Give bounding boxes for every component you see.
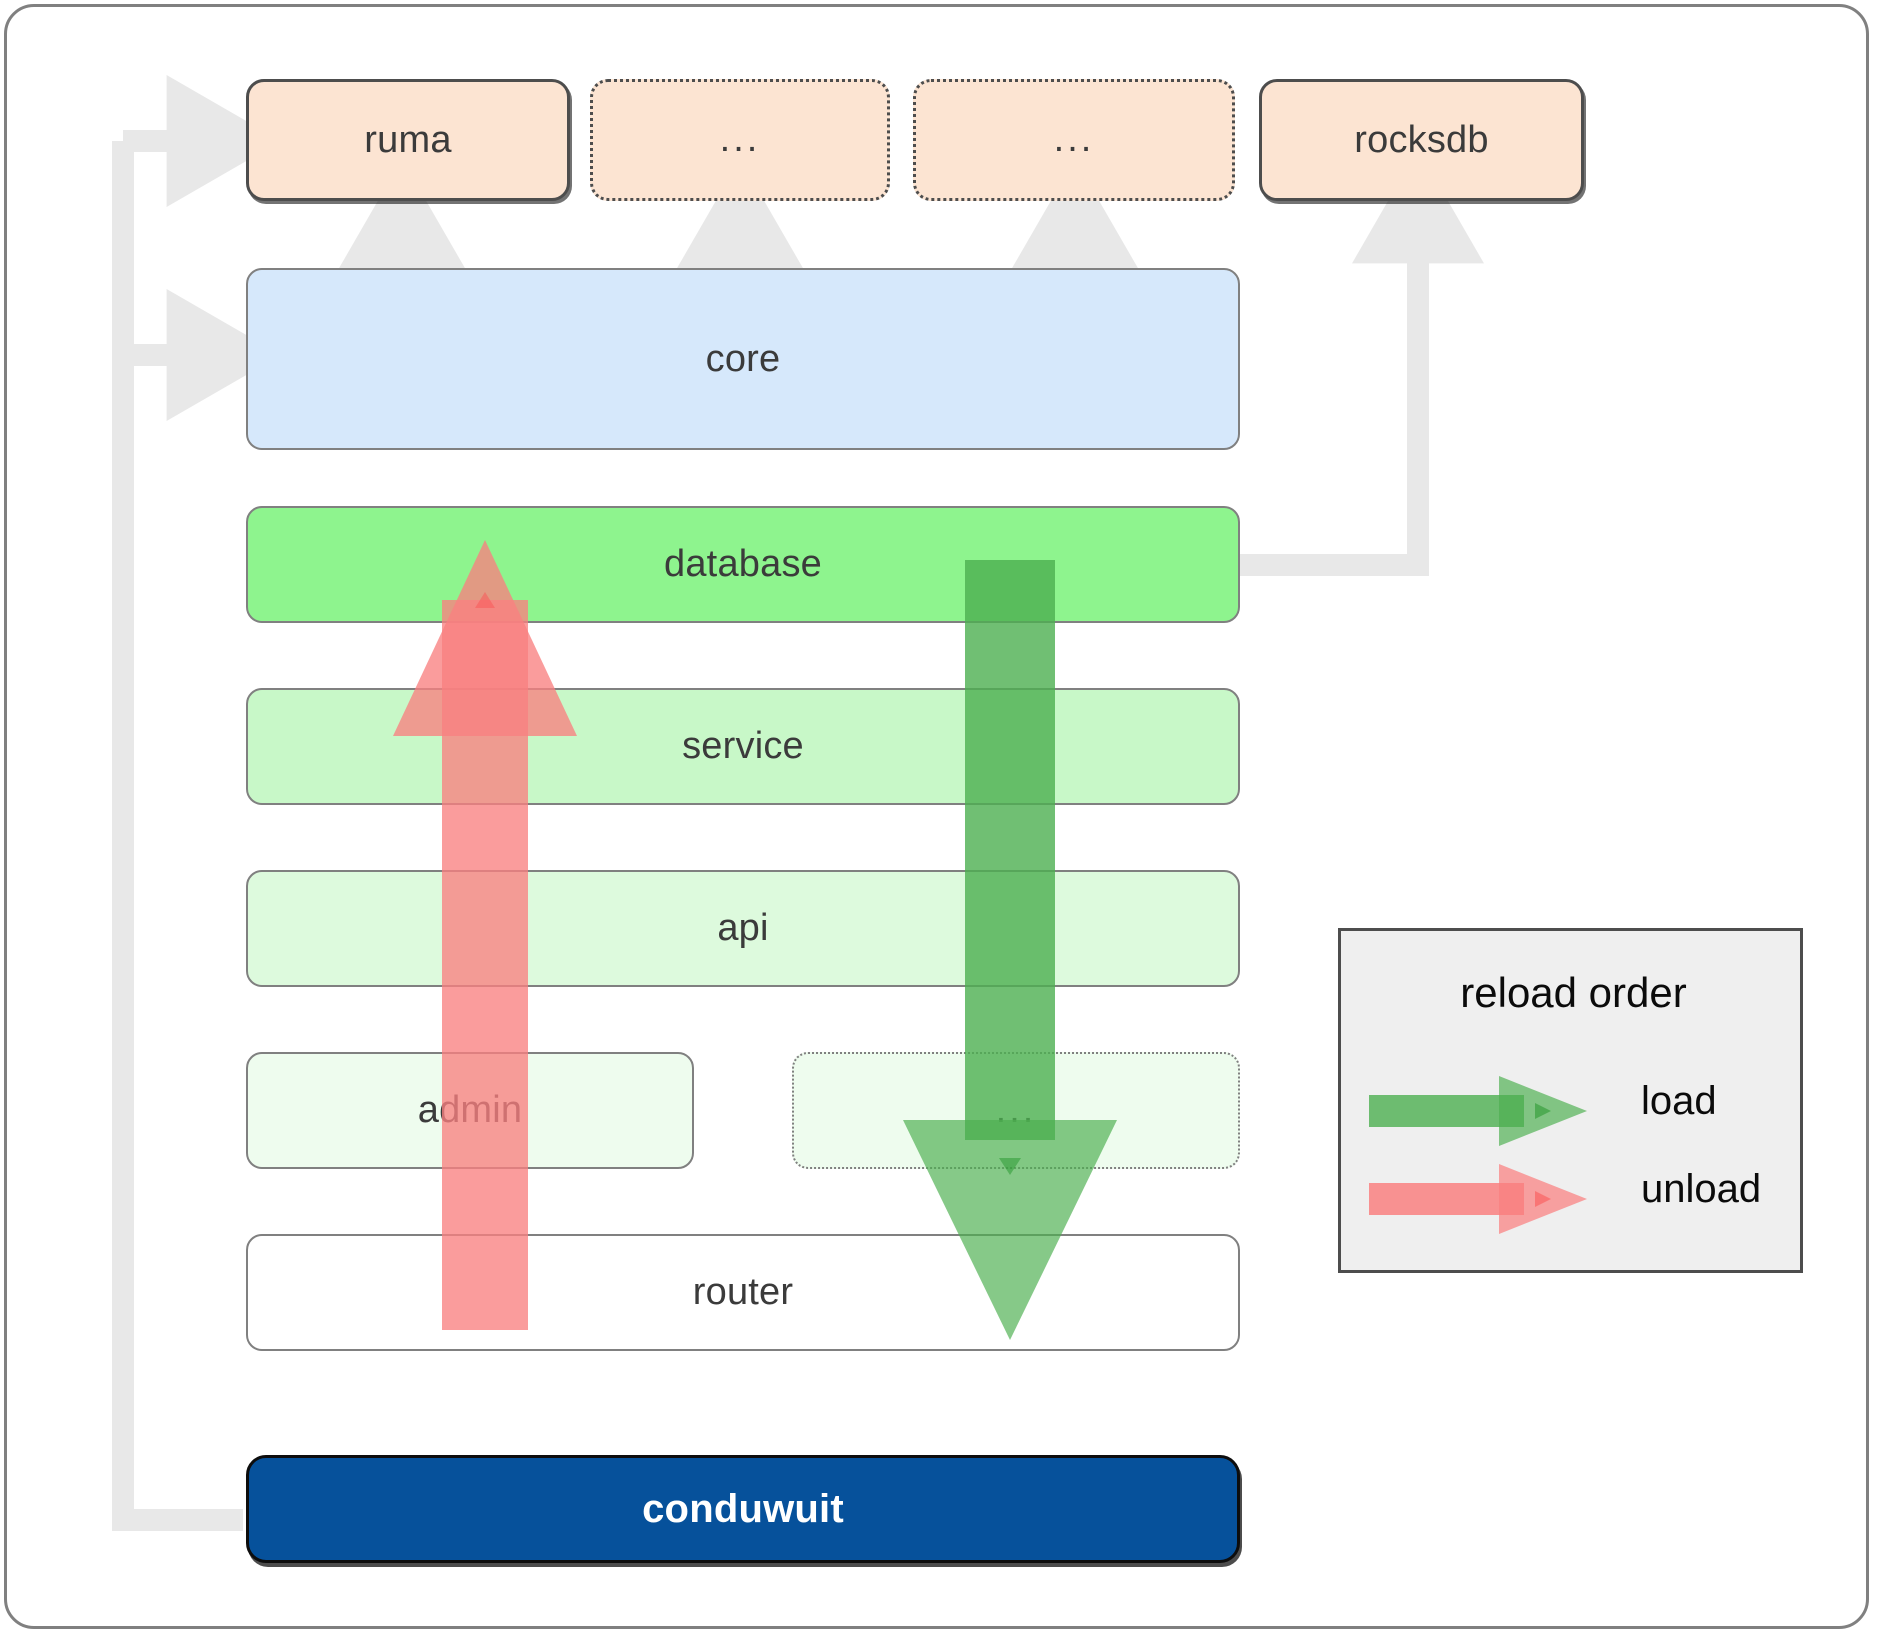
layer-node-admin[interactable]: admin [246,1052,694,1169]
legend-label-load: load [1641,1079,1717,1123]
dependency-label: ... [719,118,761,161]
dependency-node-rocksdb[interactable]: rocksdb [1259,79,1584,201]
dependency-node-placeholder-1[interactable]: ... [590,79,890,201]
root-node-conduwuit[interactable]: conduwuit [246,1455,1240,1563]
dependency-label: ruma [364,118,452,161]
dependency-label: ... [1053,118,1095,161]
layer-label: ... [995,1088,1037,1131]
legend-row-load: load [1341,1071,1806,1151]
legend-load-arrow-icon [1369,1076,1587,1146]
dependency-node-placeholder-2[interactable]: ... [913,79,1235,201]
layer-node-placeholder[interactable]: ... [792,1052,1240,1169]
layer-node-api[interactable]: api [246,870,1240,987]
layer-node-database[interactable]: database [246,506,1240,623]
layer-label: core [705,337,781,380]
layer-node-service[interactable]: service [246,688,1240,805]
layer-label: database [664,543,822,585]
legend-label-unload: unload [1641,1167,1762,1211]
legend-unload-arrow-icon [1369,1164,1587,1234]
legend-row-unload: unload [1341,1159,1806,1239]
layer-label: router [692,1271,794,1313]
diagram-frame [4,4,1869,1629]
layer-node-router[interactable]: router [246,1234,1240,1351]
dependency-node-ruma[interactable]: ruma [246,79,570,201]
legend-panel: reload order load unload [1338,928,1803,1273]
layer-node-core[interactable]: core [246,268,1240,450]
layer-label: admin [417,1089,523,1131]
dependency-label: rocksdb [1354,118,1489,161]
layer-label: api [717,907,769,949]
layer-label: service [682,725,804,767]
legend-title: reload order [1460,969,1687,1016]
root-label: conduwuit [642,1486,844,1531]
